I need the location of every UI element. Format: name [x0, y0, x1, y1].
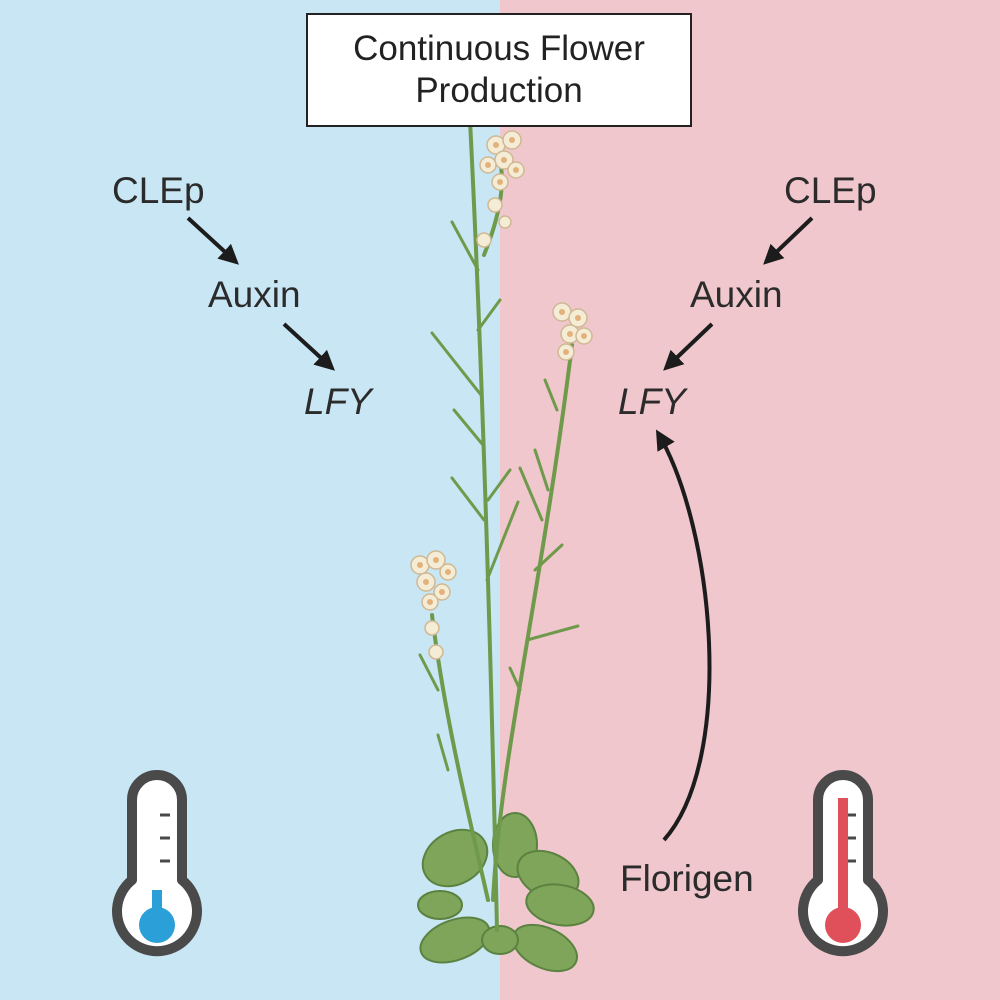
arrow-auxin-to-lfy-right [663, 322, 714, 371]
title-line-1: Continuous Flower [353, 29, 645, 68]
florigen-label: Florigen [620, 858, 754, 899]
title-box: Continuous Flower Production [306, 13, 692, 127]
thermometer-warm-icon [798, 770, 888, 957]
arabidopsis-plant-icon [410, 118, 595, 973]
thermometer-cold-icon [112, 770, 202, 957]
arrow-auxin-to-lfy-left [282, 322, 335, 371]
title-line-2: Production [415, 71, 583, 110]
left-lfy-label: LFY [304, 381, 372, 422]
right-clep-label: CLEp [784, 170, 877, 211]
cool-temperature-panel [0, 0, 500, 1000]
left-clep-label: CLEp [112, 170, 205, 211]
arrow-clep-to-auxin-right [763, 216, 814, 265]
warm-temperature-panel [500, 0, 1000, 1000]
arrow-florigen-to-lfy [655, 429, 712, 842]
left-auxin-label: Auxin [208, 274, 301, 315]
arrow-clep-to-auxin-left [186, 216, 239, 265]
right-lfy-label: LFY [618, 381, 686, 422]
right-auxin-label: Auxin [690, 274, 783, 315]
